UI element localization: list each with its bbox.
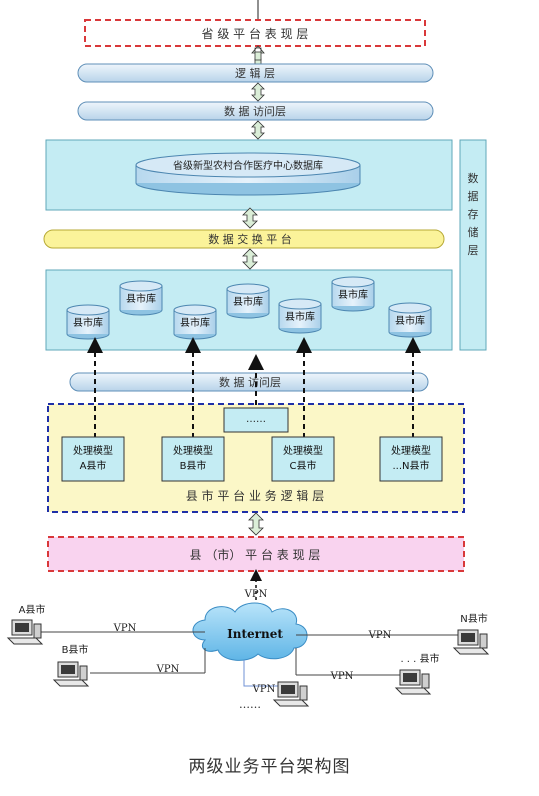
logic-layer: 逻 辑 层 (77, 63, 434, 83)
vpn-n-label: VPN (368, 630, 392, 641)
ellipsis-model-box: …… (223, 407, 289, 433)
province-db-label: 省级新型农村合作医疗中心数据库 (173, 159, 323, 172)
data-access-bottom-label: 数 据 访问层 (219, 375, 281, 389)
province-presentation-label: 省 级 平 台 表 现 层 (202, 26, 309, 41)
data-access-layer-top: 数 据 访问层 (77, 101, 434, 121)
county-db-label: 县市库 (338, 288, 368, 301)
county-db-1: 县市库 (66, 304, 110, 340)
county-db-label: 县市库 (73, 316, 103, 329)
province-db-container: 省级新型农村合作医疗中心数据库 (45, 139, 453, 211)
client-n-label: N县市 (460, 612, 487, 625)
county-db-6: 县市库 (331, 276, 375, 312)
data-access-layer-bottom: 数 据 访问层 (69, 372, 429, 392)
ellipsis-box-label: …… (246, 414, 266, 425)
process-model-title: 处理模型 (173, 444, 213, 457)
process-model-county: C县市 (290, 459, 317, 472)
diagram-caption: 两级业务平台架构图 (188, 757, 351, 777)
computer-group (6, 619, 490, 707)
county-business-logic-label: 县 市 平 台 业 务 逻 辑 层 (186, 488, 325, 503)
county-db-7: 县市库 (388, 302, 432, 338)
vpn-bottom-label: VPN (252, 684, 276, 695)
double-arrow-2 (251, 82, 265, 102)
internet-label: Internet (227, 627, 283, 641)
data-exchange-label: 数 据 交 换 平 台 (208, 232, 291, 246)
county-db-label: 县市库 (233, 295, 263, 308)
vpn-more-label: VPN (330, 671, 354, 682)
logic-layer-label: 逻 辑 层 (235, 66, 275, 80)
province-presentation-layer: 省 级 平 台 表 现 层 (84, 19, 426, 47)
process-model-box-2: 处理模型 B县市 (161, 436, 225, 482)
client-a-label: A县市 (19, 603, 46, 616)
process-model-title: 处理模型 (391, 444, 431, 457)
double-arrow-1 (251, 45, 265, 67)
vpn-a-label: VPN (113, 623, 137, 634)
computer-n-icon (452, 629, 490, 655)
process-model-box-4: 处理模型 ...N县市 (379, 436, 443, 482)
county-db-label: 县市库 (395, 314, 425, 327)
county-presentation-layer: 县 （市） 平 台 表 现 层 (47, 536, 465, 572)
county-db-label: 县市库 (126, 292, 156, 305)
county-db-2: 县市库 (119, 280, 163, 316)
data-access-top-label: 数 据 访问层 (224, 104, 286, 118)
process-model-county: A县市 (80, 459, 107, 472)
process-model-title: 处理模型 (283, 444, 323, 457)
computer-a-icon (6, 619, 44, 645)
client-more-label: . . . 县市 (400, 652, 439, 665)
process-model-group: 处理模型 A县市 处理模型 B县市 处理模型 C县市 处理模型 ...N县市 (61, 436, 443, 482)
process-model-county: B县市 (180, 459, 207, 472)
vpn-b-label: VPN (156, 664, 180, 675)
computer-bottom-icon (272, 681, 310, 707)
client-dots-label: …… (239, 698, 261, 711)
data-storage-label: 数据存储层 (468, 172, 479, 257)
vpn-top-label: VPN (244, 589, 268, 600)
process-model-box-1: 处理模型 A县市 (61, 436, 125, 482)
double-arrow-3 (251, 120, 265, 140)
double-arrow-6 (248, 512, 264, 536)
process-model-title: 处理模型 (73, 444, 113, 457)
internet-cloud: Internet (192, 602, 308, 661)
computer-b-icon (52, 661, 90, 687)
county-db-3: 县市库 (173, 304, 217, 340)
county-db-4: 县市库 (226, 283, 270, 319)
network-lines (40, 631, 460, 687)
data-storage-layer: 数据存储层 (459, 139, 487, 351)
client-b-label: B县市 (62, 643, 89, 656)
link-bottom (243, 660, 280, 687)
double-arrow-4 (242, 207, 258, 229)
double-arrow-5 (242, 248, 258, 270)
county-presentation-label: 县 （市） 平 台 表 现 层 (190, 547, 321, 562)
county-db-label: 县市库 (180, 316, 210, 329)
data-exchange-platform: 数 据 交 换 平 台 (43, 229, 445, 249)
process-model-box-3: 处理模型 C县市 (271, 436, 335, 482)
county-db-label: 县市库 (285, 310, 315, 323)
computer-more-icon (394, 669, 432, 695)
process-model-county: ...N县市 (392, 459, 429, 472)
dashed-arrows (87, 337, 421, 438)
county-db-5: 县市库 (278, 298, 322, 334)
